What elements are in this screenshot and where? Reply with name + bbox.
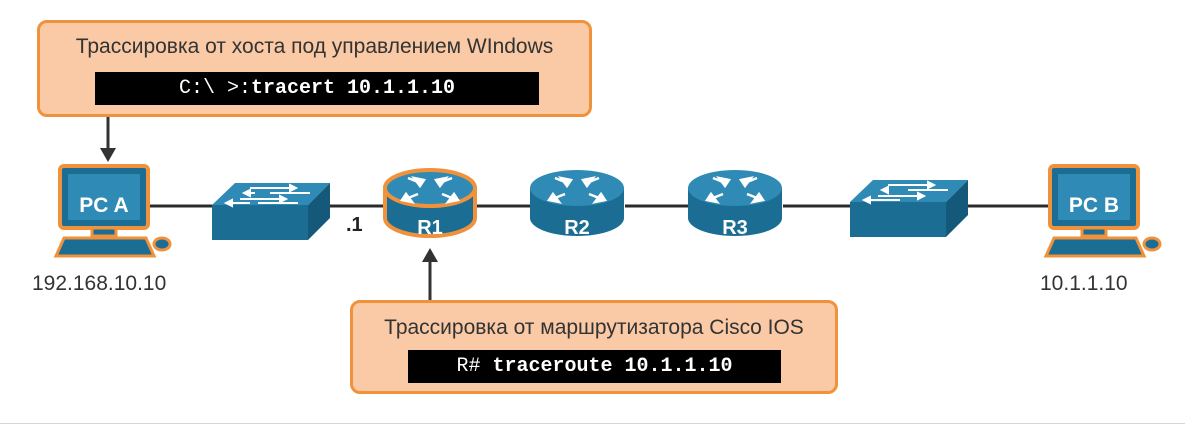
router-r1-top xyxy=(383,168,477,208)
cisco-callout-title: Трассировка от маршрутизатора Cisco IOS xyxy=(384,316,804,339)
pc-b-stand xyxy=(1080,226,1108,238)
arrow-head-up xyxy=(422,248,438,262)
pc-b-screen xyxy=(1058,174,1130,220)
pc-a xyxy=(53,164,172,258)
pc-a-screen xyxy=(68,174,140,220)
router-r1-label: R1 xyxy=(417,217,443,239)
switch-arrows-icon xyxy=(861,180,948,205)
pc-b-ip-label: 10.1.1.10 xyxy=(1040,272,1128,295)
switch-2-front xyxy=(850,202,946,237)
pc-b-keyboard xyxy=(1043,236,1147,258)
windows-callout-title: Трассировка от хоста под управлением WIn… xyxy=(75,35,554,58)
router-r2 xyxy=(530,170,624,236)
arrow-head-down xyxy=(100,148,116,162)
pc-b-mouse xyxy=(1142,236,1162,252)
cisco-traceroute-callout: Трассировка от маршрутизатора Cisco IOS … xyxy=(350,300,838,394)
cisco-command: traceroute 10.1.1.10 xyxy=(492,355,733,378)
pc-a-keyboard xyxy=(53,236,157,258)
bottom-divider xyxy=(0,423,1185,424)
windows-command: tracert 10.1.1.10 xyxy=(250,77,456,100)
cisco-terminal: R# traceroute 10.1.1.10 xyxy=(408,350,781,383)
windows-tracert-callout: Трассировка от хоста под управлением WIn… xyxy=(37,20,592,117)
cisco-prompt: R# xyxy=(456,355,493,378)
pc-a-stand xyxy=(90,226,118,238)
pc-b-label: PC B xyxy=(1069,194,1119,217)
callout-arrows xyxy=(100,117,438,300)
router-r3-label: R3 xyxy=(722,217,748,239)
router-r3 xyxy=(688,170,782,236)
switch-arrows-icon xyxy=(223,183,310,208)
switch-1 xyxy=(212,183,330,240)
switch-1-side xyxy=(308,183,330,240)
pc-a-label: PC A xyxy=(79,194,128,217)
router-r3-top xyxy=(688,170,782,206)
windows-prompt: C:\ >: xyxy=(178,77,251,100)
switch-2 xyxy=(850,180,968,237)
switch-2-side xyxy=(946,180,968,237)
windows-terminal: C:\ >:tracert 10.1.1.10 xyxy=(95,72,539,105)
router-r1 xyxy=(383,168,477,238)
router-r2-label: R2 xyxy=(564,217,590,239)
pc-a-mouse xyxy=(152,236,172,252)
r1-interface-label: .1 xyxy=(346,214,363,236)
router-arrows-icon xyxy=(399,176,461,204)
switch-1-front xyxy=(212,205,308,240)
pc-a-ip-label: 192.168.10.10 xyxy=(32,272,167,295)
router-arrows-icon xyxy=(546,176,608,204)
router-r2-top xyxy=(530,170,624,206)
router-arrows-icon xyxy=(704,176,766,204)
pc-b xyxy=(1043,164,1162,258)
